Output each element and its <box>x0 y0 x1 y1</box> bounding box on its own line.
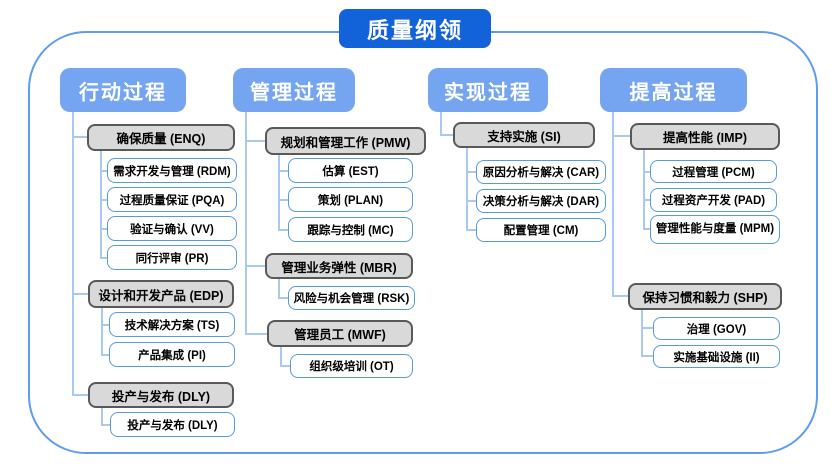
node-est: 估算 (EST) <box>288 158 413 183</box>
connector-line <box>466 171 476 173</box>
node-shp: 保持习惯和毅力 (SHP) <box>628 283 782 310</box>
node-enq: 确保质量 (ENQ) <box>87 124 235 151</box>
connector-line <box>612 135 630 137</box>
connector-line <box>641 327 653 329</box>
connector-line <box>466 200 476 202</box>
node-dly: 投产与发布 (DLY) <box>88 382 234 408</box>
connector-line <box>72 112 74 396</box>
connector-line <box>643 171 650 173</box>
connector-line <box>101 424 110 426</box>
node-mbr: 管理业务弹性 (MBR) <box>265 253 413 279</box>
connector-line <box>641 355 653 357</box>
node-cm: 配置管理 (CM) <box>476 218 606 242</box>
connector-line <box>278 279 280 299</box>
connector-line <box>643 150 645 230</box>
header-action-process: 行动过程 <box>60 68 186 112</box>
connector-line <box>101 354 109 356</box>
connector-line <box>72 136 87 138</box>
node-pqa: 过程质量保证 (PQA) <box>107 187 237 212</box>
node-ts: 技术解决方案 (TS) <box>109 312 235 337</box>
node-pmw: 规划和管理工作 (PMW) <box>265 127 426 155</box>
connector-line <box>245 333 267 335</box>
header-implementation-process: 实现过程 <box>428 68 548 112</box>
node-mc: 跟踪与控制 (MC) <box>288 217 413 242</box>
connector-line <box>245 112 247 335</box>
connector-line <box>101 408 103 426</box>
node-ii: 实施基础设施 (II) <box>653 345 780 368</box>
node-pi: 产品集成 (PI) <box>109 342 235 367</box>
connector-line <box>100 257 107 259</box>
connector-line <box>641 310 643 357</box>
node-pr: 同行评审 (PR) <box>107 245 237 270</box>
connector-line <box>643 199 650 201</box>
node-rdm: 需求开发与管理 (RDM) <box>107 158 237 183</box>
node-edp: 设计和开发产品 (EDP) <box>88 280 234 308</box>
node-pcm: 过程管理 (PCM) <box>650 160 777 183</box>
node-pad: 过程资产开发 (PAD) <box>650 188 777 212</box>
header-management-process: 管理过程 <box>233 68 355 112</box>
connector-line <box>440 134 453 136</box>
connector-line <box>278 155 280 231</box>
connector-line <box>643 228 650 230</box>
connector-line <box>100 151 102 259</box>
connector-line <box>278 297 288 299</box>
connector-line <box>100 228 107 230</box>
node-dar: 决策分析与解决 (DAR) <box>476 189 606 213</box>
connector-line <box>72 394 88 396</box>
node-car: 原因分析与解决 (CAR) <box>476 160 606 184</box>
connector-line <box>245 265 265 267</box>
node-mwf: 管理员工 (MWF) <box>267 320 413 347</box>
node-imp: 提高性能 (IMP) <box>630 123 780 150</box>
node-mpm: 管理性能与度量 (MPM) <box>650 215 780 244</box>
connector-line <box>280 365 290 367</box>
connector-line <box>278 170 288 172</box>
connector-line <box>278 229 288 231</box>
connector-line <box>101 324 109 326</box>
connector-line <box>100 199 107 201</box>
node-plan: 策划 (PLAN) <box>288 187 413 212</box>
header-improvement-process: 提高过程 <box>600 68 747 112</box>
connector-line <box>101 308 103 356</box>
diagram-title: 质量纲领 <box>339 9 491 48</box>
connector-line <box>466 148 468 231</box>
connector-line <box>100 170 107 172</box>
node-si: 支持实施 (SI) <box>453 122 595 148</box>
node-dly-child: 投产与发布 (DLY) <box>110 412 235 437</box>
connector-line <box>278 199 288 201</box>
connector-line <box>245 140 265 142</box>
node-rsk: 风险与机会管理 (RSK) <box>288 286 415 310</box>
connector-line <box>72 293 88 295</box>
connector-line <box>612 295 628 297</box>
node-ot: 组织级培训 (OT) <box>290 354 413 378</box>
connector-line <box>612 112 614 297</box>
node-gov: 治理 (GOV) <box>653 317 780 340</box>
node-vv: 验证与确认 (VV) <box>107 216 237 241</box>
connector-line <box>280 347 282 367</box>
connector-line <box>466 229 476 231</box>
connector-line <box>440 112 442 136</box>
